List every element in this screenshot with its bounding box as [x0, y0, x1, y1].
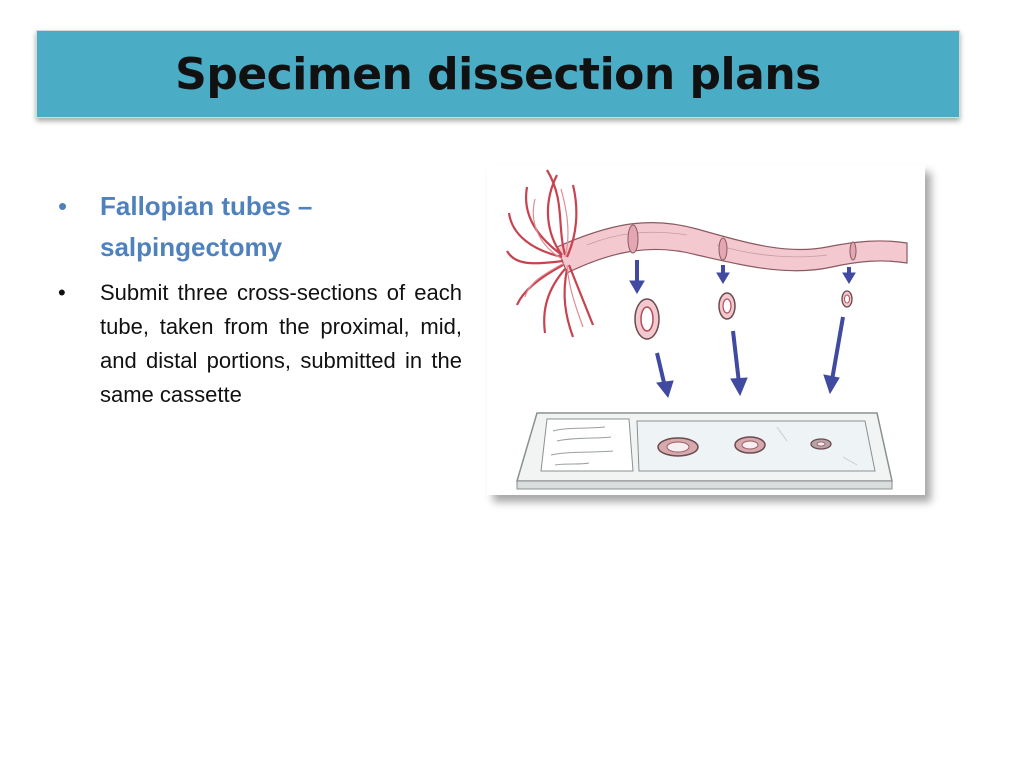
fallopian-tube-illustration	[506, 169, 908, 490]
bullet-body: • Submit three cross-sections of each tu…	[58, 276, 462, 412]
cut-band-distal	[849, 241, 857, 261]
slide-title: Specimen dissection plans	[175, 48, 821, 100]
tissue-cassette-icon	[515, 412, 893, 490]
body-text: Submit three cross-sections of each tube…	[100, 280, 462, 407]
fimbriae	[506, 169, 595, 338]
bullet-heading: • Fallopian tubes – salpingectomy	[58, 186, 462, 268]
bullet-icon: •	[58, 280, 66, 305]
title-bar: Specimen dissection plans	[36, 30, 960, 118]
bullet-icon: •	[58, 191, 68, 221]
tube-body	[556, 221, 908, 274]
cut-band-mid	[718, 237, 728, 261]
cut-band-proximal	[627, 224, 639, 254]
heading-text: Fallopian tubes – salpingectomy	[100, 191, 313, 262]
bullet-list: • Fallopian tubes – salpingectomy • Subm…	[58, 186, 462, 412]
dissection-figure	[487, 165, 925, 495]
cross-section-ring-icon	[634, 290, 853, 340]
arrow-down-icon	[629, 260, 856, 399]
